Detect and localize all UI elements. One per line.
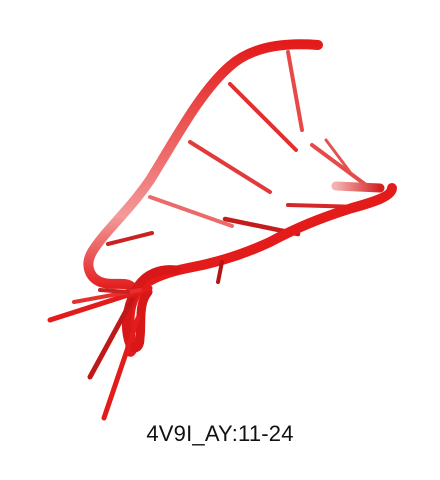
base-rung bbox=[106, 231, 154, 246]
tail-strand bbox=[47, 285, 153, 323]
backbone-upper-arc bbox=[83, 39, 323, 295]
base-rung bbox=[331, 181, 385, 193]
base-rung bbox=[286, 50, 304, 132]
tail-strand bbox=[216, 260, 224, 284]
strand-tails bbox=[47, 260, 224, 421]
tail-strand bbox=[101, 315, 141, 421]
base-rung bbox=[188, 140, 272, 194]
base-rung bbox=[228, 82, 298, 152]
tail-strand bbox=[87, 297, 135, 380]
tail-strand bbox=[98, 288, 130, 294]
structure-label: 4V9I_AY:11-24 bbox=[146, 421, 294, 446]
base-rung bbox=[310, 143, 372, 190]
base-rung bbox=[148, 195, 234, 228]
base-rung bbox=[324, 138, 352, 174]
base-pair-rungs bbox=[106, 50, 385, 246]
backbone-knot bbox=[121, 265, 181, 353]
